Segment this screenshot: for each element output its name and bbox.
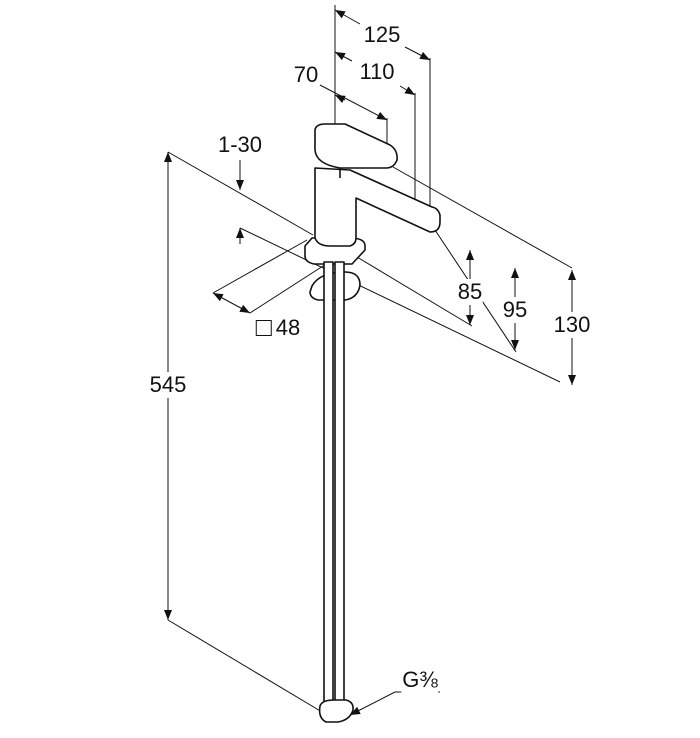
dim-125-line <box>404 46 431 61</box>
dim-125-label: 125 <box>362 22 402 48</box>
dim-110-line <box>334 51 353 62</box>
thread-leader <box>349 691 396 716</box>
dim-130-label: 130 <box>552 312 592 338</box>
extension-line <box>212 239 308 294</box>
dim-48-label: 48 <box>254 315 302 341</box>
dim-70-line <box>319 84 388 121</box>
dim-545-label: 545 <box>148 372 188 398</box>
dim-48-line <box>212 292 251 314</box>
thread-size-label: G⅜ <box>401 667 439 693</box>
extension-line <box>239 227 561 383</box>
extension-line <box>167 151 314 236</box>
dim-70-label: 70 <box>292 62 320 88</box>
extension-line <box>249 256 338 314</box>
extension-line <box>167 619 323 713</box>
faucet-lever <box>314 123 398 169</box>
square-symbol-icon <box>255 320 272 336</box>
dim-1-30-label: 1-30 <box>216 132 264 158</box>
dim-125-line <box>334 9 361 25</box>
extension-line <box>392 166 573 269</box>
dim-70-line <box>334 94 346 104</box>
hose-connector <box>318 699 354 723</box>
dim-95-label: 95 <box>501 297 529 323</box>
supply-hose <box>323 261 334 703</box>
dim-110-label: 110 <box>358 59 396 85</box>
supply-hose <box>334 261 345 703</box>
dim-85-label: 85 <box>456 279 484 305</box>
faucet-column <box>314 167 441 247</box>
extension-line <box>356 256 473 327</box>
faucet-body <box>304 123 441 723</box>
dim-110-line <box>399 85 416 96</box>
